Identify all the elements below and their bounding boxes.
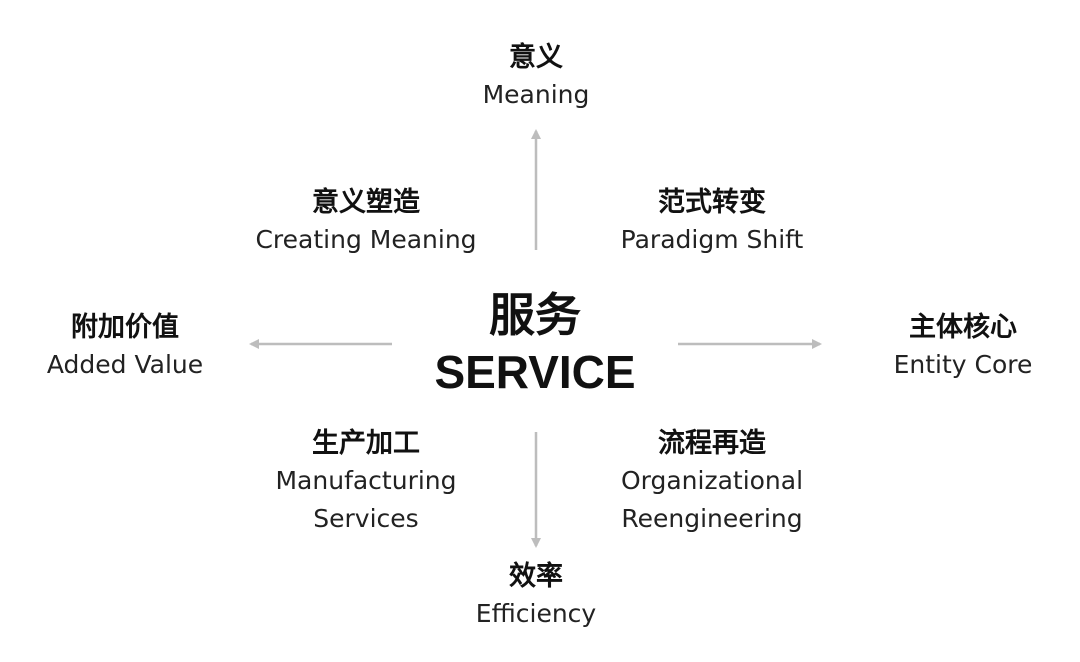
node-creating-meaning-zh: 意义塑造	[311, 187, 420, 218]
node-manufacturing-en-line1: Manufacturing	[275, 466, 457, 495]
node-manufacturing-zh: 生产加工	[312, 428, 420, 459]
node-paradigm-shift: 范式转变 Paradigm Shift	[621, 185, 804, 259]
node-reengineering-zh: 流程再造	[658, 428, 766, 459]
node-bottom-efficiency: 效率 Efficiency	[476, 559, 596, 633]
node-right-en: Entity Core	[893, 350, 1033, 379]
node-paradigm-shift-en: Paradigm Shift	[620, 225, 804, 254]
center-service: 服务 SERVICE	[434, 286, 635, 400]
center-en: SERVICE	[434, 346, 636, 398]
node-top-zh: 意义	[509, 42, 563, 73]
node-bottom-zh: 效率	[509, 561, 563, 592]
node-manufacturing-en-line2: Services	[313, 504, 419, 533]
node-top-en: Meaning	[482, 80, 590, 109]
node-reengineering-en-line2: Reengineering	[621, 504, 803, 533]
node-left-zh: 附加价值	[71, 312, 179, 343]
node-left-added-value: 附加价值 Added Value	[47, 310, 203, 384]
node-organizational-reengineering: 流程再造 Organizational Reengineering	[621, 426, 803, 538]
center-zh: 服务	[489, 288, 581, 342]
node-right-zh: 主体核心	[908, 312, 1017, 343]
node-right-entity-core: 主体核心 Entity Core	[894, 310, 1033, 384]
node-top-meaning: 意义 Meaning	[483, 40, 590, 114]
node-creating-meaning-en: Creating Meaning	[255, 225, 477, 254]
node-bottom-en: Efficiency	[475, 599, 597, 628]
node-creating-meaning: 意义塑造 Creating Meaning	[255, 185, 476, 259]
node-paradigm-shift-zh: 范式转变	[658, 187, 766, 218]
node-left-en: Added Value	[46, 350, 204, 379]
node-manufacturing-services: 生产加工 Manufacturing Services	[275, 426, 456, 538]
node-reengineering-en-line1: Organizational	[620, 466, 804, 495]
